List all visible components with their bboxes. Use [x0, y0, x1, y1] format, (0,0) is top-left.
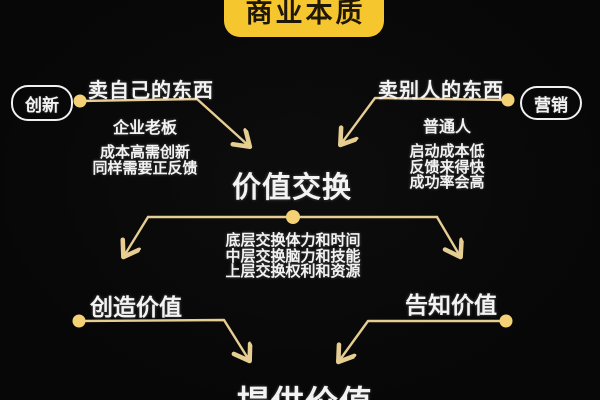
- note-high-cost: 成本高需创新: [99, 144, 190, 161]
- dot-left: [73, 94, 87, 108]
- node-innovation: 创新: [11, 85, 73, 121]
- headline-sell-own: 卖自己的东西: [88, 80, 214, 102]
- fork-arrow-right: [435, 215, 460, 256]
- headline-sell-others: 卖别人的东西: [378, 80, 504, 102]
- note-low-startup-cost: 启动成本低: [409, 143, 485, 160]
- note-needs-feedback: 同样需要正反馈: [92, 159, 198, 177]
- level-top: 上层交换权利和资源: [225, 263, 361, 280]
- level-middle: 中层交换脑力和技能: [225, 247, 361, 265]
- arrow-inform-to-provide: [339, 319, 508, 361]
- note-high-success-rate: 成功率会高: [409, 174, 485, 191]
- fork-arrow-left: [124, 215, 150, 256]
- note-fast-feedback: 反馈来得快: [409, 158, 485, 176]
- title-pill: 商业本质: [224, 0, 384, 37]
- node-provide-value: 提供价值: [205, 376, 405, 400]
- node-inform-value: 告知价值: [405, 292, 497, 318]
- note-business-owner: 企业老板: [112, 120, 177, 137]
- notes-left: 企业老板 成本高需创新 同样需要正反馈: [60, 114, 230, 176]
- node-create-value: 创造价值: [90, 294, 182, 320]
- node-value-exchange: 价值交换: [231, 172, 352, 204]
- node-marketing-label: 营销: [534, 95, 568, 115]
- node-innovation-label: 创新: [25, 95, 59, 115]
- arrow-create-to-provide: [77, 318, 249, 360]
- level-bottom: 底层交换体力和时间: [225, 232, 361, 249]
- title-label: 商业本质: [245, 0, 366, 28]
- exchange-levels: 底层交换体力和时间 中层交换脑力和技能 上层交换权利和资源: [193, 233, 393, 280]
- notes-right: 普通人 启动成本低 反馈来得快 成功率会高: [362, 113, 532, 191]
- node-marketing: 营销: [520, 86, 582, 120]
- note-ordinary-people: 普通人: [422, 119, 471, 136]
- dot-center: [286, 210, 300, 224]
